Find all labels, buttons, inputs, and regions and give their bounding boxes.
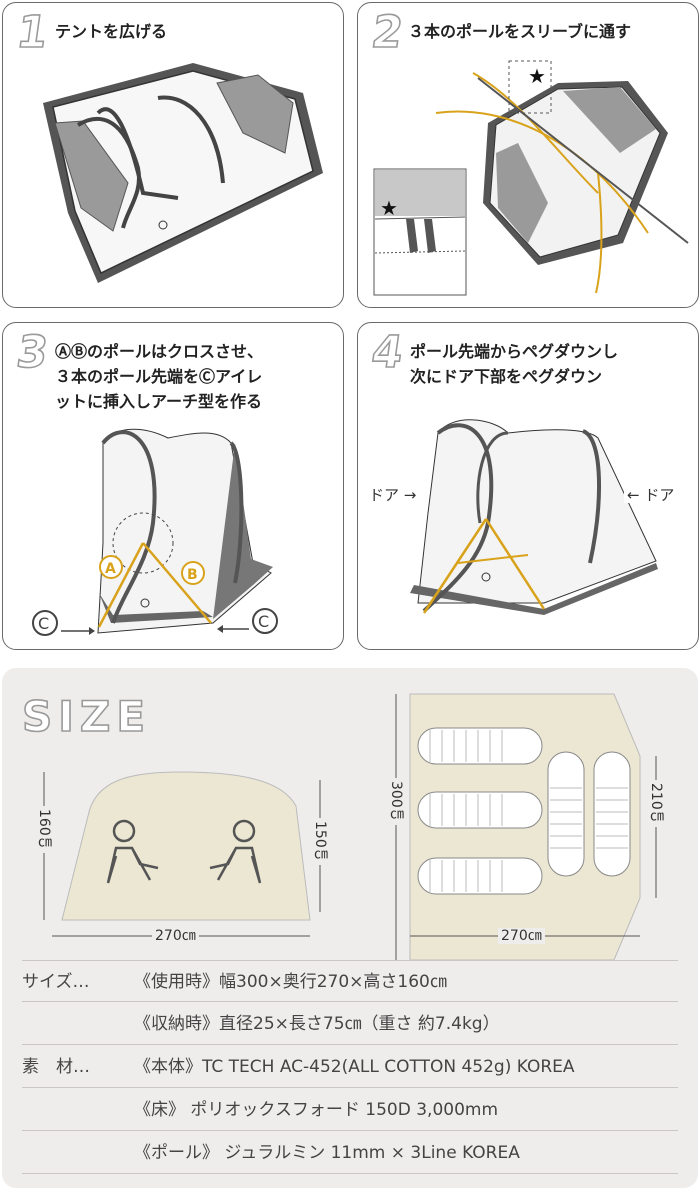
star-marker: ★: [528, 64, 546, 88]
step-text: テントを広げる: [55, 22, 168, 41]
sleeping-bag-row: [417, 727, 631, 895]
spec-value: 《床》 ポリオックスフォード 150D 3,000mm: [134, 1100, 499, 1120]
top-length-label: 300㎝: [388, 778, 404, 825]
spec-row-size-stored: 《収納時》直径25×長さ75㎝（重さ 約7.4kg）: [22, 1003, 678, 1045]
step-3-panel: 3 ⒶⒷのポールはクロスさせ、 ３本のポール先端をⒸアイレ ットに挿入しアーチ型…: [2, 322, 344, 650]
spec-value: 《ポール》 ジュラルミン 11mm × 3Line KOREA: [134, 1143, 520, 1163]
pole-sleeve-illustration: ★ ★: [373, 60, 689, 296]
label-b: B: [187, 567, 198, 583]
spec-row-material-body: 素 材… 《本体》TC TECH AC-452(ALL COTTON 452g) …: [22, 1046, 678, 1088]
side-width-label: 270㎝: [152, 928, 199, 944]
step-1-panel: 1 テントを広げる: [2, 2, 344, 308]
spec-row-material-pole: 《ポール》 ジュラルミン 11mm × 3Line KOREA: [22, 1132, 678, 1174]
step-text: ３本のポールをスリーブに通す: [408, 22, 632, 41]
spec-label: 素 材…: [22, 1057, 90, 1077]
spec-row-material-floor: 《床》 ポリオックスフォード 150D 3,000mm: [22, 1089, 678, 1131]
pegged-tent-illustration: [410, 419, 658, 615]
door-label-right: ← ドア: [624, 487, 678, 503]
arch-frame-illustration: A B C C: [32, 428, 278, 636]
side-height-left-label: 160㎝: [36, 806, 52, 853]
spec-label: サイズ…: [22, 972, 90, 992]
spec-row-size-use: サイズ… 《使用時》幅300×奥行270×高さ160㎝: [22, 960, 678, 1002]
top-inner-label: 210㎝: [648, 780, 664, 827]
step-2-panel: 2 ３本のポールをスリーブに通す ★ ★: [357, 2, 699, 308]
step-text: ポール先端からペグダウンし 次にドア下部をペグダウン: [410, 342, 619, 386]
star-marker-detail: ★: [380, 196, 398, 220]
spec-value: 《使用時》幅300×奥行270×高さ160㎝: [134, 972, 447, 992]
step-text: ⒶⒷのポールはクロスさせ、 ３本のポール先端をⒸアイレ ットに挿入しアーチ型を作…: [55, 342, 264, 411]
size-diagrams: [43, 693, 657, 961]
tent-laid-flat-illustration: [43, 63, 323, 283]
step-4-panel: 4 ポール先端からペグダウンし 次にドア下部をペグダウン ドア → ← ドア: [357, 322, 699, 650]
label-c-left: C: [38, 614, 49, 633]
spec-value: 《収納時》直径25×長さ75㎝（重さ 約7.4kg）: [134, 1014, 500, 1034]
door-label-left: ドア →: [366, 487, 420, 503]
size-title: SIZE: [21, 692, 152, 741]
spec-value: 《本体》TC TECH AC-452(ALL COTTON 452g) KORE…: [134, 1057, 575, 1077]
person-icon-right: [209, 819, 262, 884]
label-c-right: C: [258, 612, 269, 631]
label-a: A: [105, 561, 116, 577]
side-height-right-label: 150㎝: [312, 818, 328, 865]
person-icon-left: [106, 819, 159, 884]
top-width-label: 270㎝: [498, 928, 545, 944]
